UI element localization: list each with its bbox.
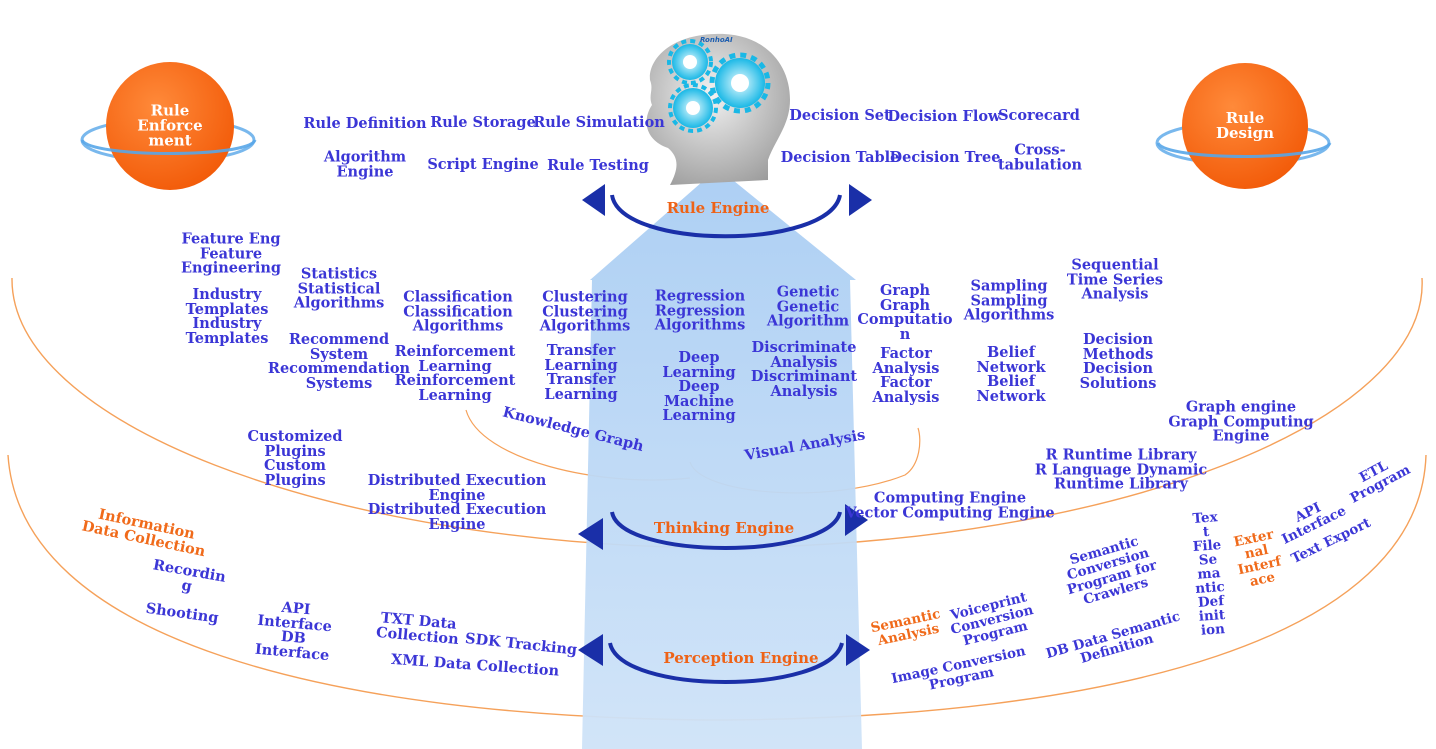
deep-learning: Deep Learning Deep Machine Learning: [662, 348, 736, 424]
factor-analysis: Factor Analysis Factor Analysis: [872, 345, 940, 406]
clustering-algorithms: Clustering Clustering Algorithms: [539, 288, 631, 335]
central-arrow: [582, 168, 862, 749]
left-arrow-icon: [578, 634, 603, 666]
discriminant-analysis: Discriminate Analysis Discriminant Analy…: [750, 339, 858, 400]
belief-network: Belief Network Belief Network: [976, 344, 1046, 405]
reinforcement-learning: Reinforcement Learning Reinforcement Lea…: [394, 343, 516, 404]
gear-icon: [667, 39, 713, 85]
rule-storage: Rule Storage: [430, 113, 536, 131]
transfer-learning: Transfer Learning Transfer Learning: [544, 342, 618, 403]
rule-engine-arc: [610, 194, 842, 239]
industry-templates: Industry Templates Industry Templates: [185, 286, 269, 347]
r-runtime-library: R Runtime Library R Language Dynamic Run…: [1034, 446, 1208, 493]
decision-flow: Decision Flow: [887, 107, 1001, 125]
brand-logo: RonhoAI: [700, 36, 733, 44]
decision-table: Decision Table: [780, 148, 900, 166]
right-arrow-icon: [845, 504, 868, 536]
gear-icon: [709, 52, 771, 114]
left-arrow-icon: [578, 518, 603, 550]
vector-computing-engine: Computing Engine Vector Computing Engine: [845, 489, 1055, 521]
thinking-engine-arc: [610, 511, 842, 550]
custom-plugins: Customized Plugins Custom Plugins: [247, 428, 343, 489]
rule-enforcement-label: Rule Enforce ment: [137, 101, 203, 150]
statistical-algorithms: Statistics Statistical Algorithms: [293, 265, 385, 312]
script-engine: Script Engine: [427, 155, 539, 173]
algorithm-engine: Algorithm Engine: [323, 148, 407, 180]
graph-computing-engine: Graph engine Graph Computing Engine: [1168, 398, 1314, 445]
cross-tabulation: Cross- tabulation: [997, 141, 1083, 173]
gear-icon: [668, 83, 718, 133]
rule-design-orb: [1182, 63, 1308, 189]
brain-head: [646, 33, 790, 185]
left-arrow-icon: [582, 184, 605, 216]
sampling-algorithms: Sampling Sampling Algorithms: [963, 277, 1055, 324]
api-db-interface: API Interface DB Interface: [254, 598, 333, 664]
rule-engine-label: Rule Engine: [666, 198, 770, 217]
perception-engine-label: Perception Engine: [663, 648, 819, 667]
regression-algorithms: Regression Regression Algorithms: [654, 287, 746, 334]
rule-design-label: Rule Design: [1215, 109, 1275, 142]
right-arrow-icon: [846, 634, 870, 666]
recommendation-systems: Recommend System Recommendation Systems: [267, 331, 411, 392]
genetic-algorithm: Genetic Genetic Algorithm: [766, 283, 850, 330]
perception-engine-arc: [608, 642, 844, 684]
rule-definition: Rule Definition: [303, 114, 427, 132]
graph-computation: Graph Graph Computatio n: [857, 282, 953, 343]
classification-algorithms: Classification Classification Algorithms: [403, 288, 513, 335]
decision-set: Decision Set: [789, 106, 891, 124]
rule-simulation: Rule Simulation: [533, 113, 665, 131]
right-arrow-icon: [849, 184, 872, 216]
distributed-execution-engine: Distributed Execution Engine Distributed…: [367, 472, 547, 533]
thinking-engine-label: Thinking Engine: [653, 518, 795, 537]
decision-tree: Decision Tree: [889, 148, 1001, 166]
scorecard: Scorecard: [998, 106, 1080, 124]
time-series-analysis: Sequential Time Series Analysis: [1066, 256, 1164, 303]
feature-engineering: Feature Eng Feature Engineering: [180, 230, 282, 277]
rule-enforcement-orb: [106, 62, 234, 190]
rule-testing: Rule Testing: [547, 156, 649, 174]
decision-solutions: Decision Methods Decision Solutions: [1079, 331, 1157, 392]
